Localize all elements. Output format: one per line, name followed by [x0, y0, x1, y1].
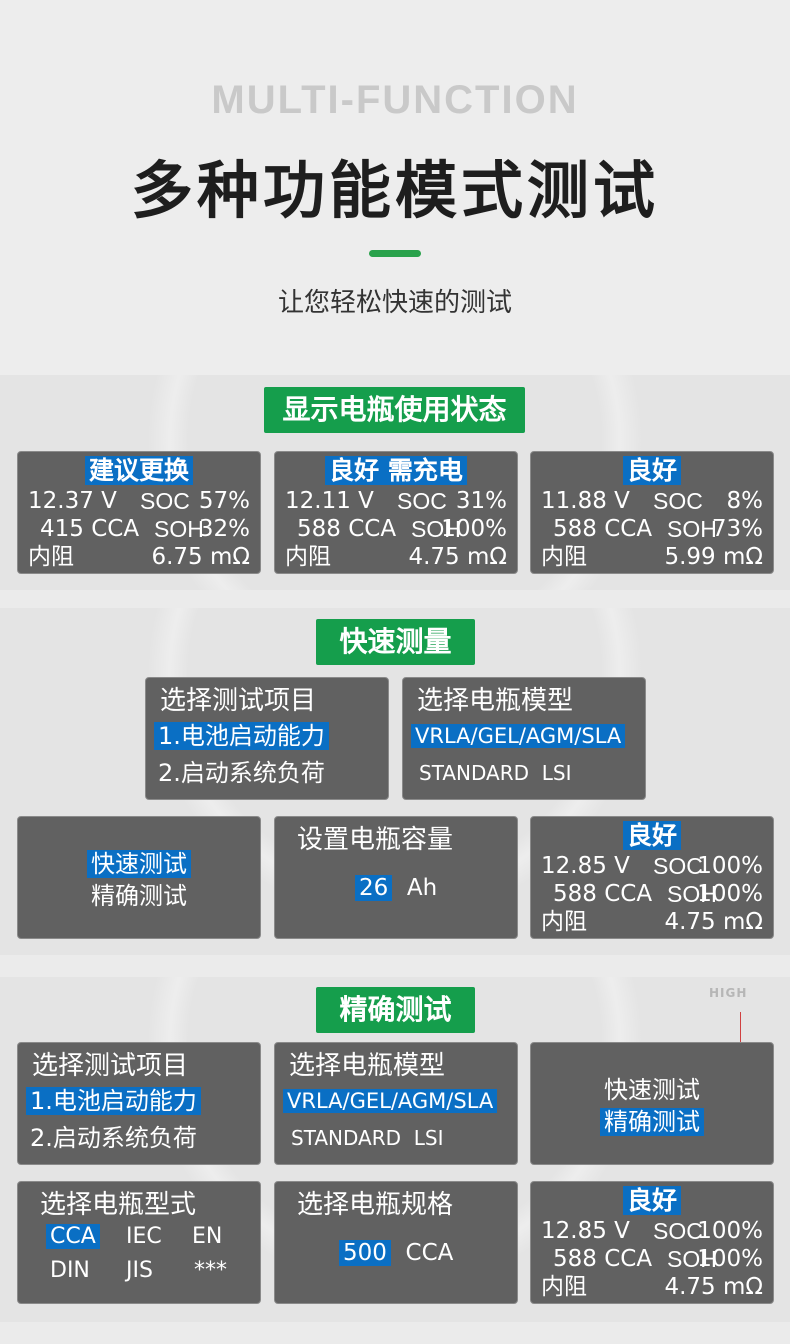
- capacity-panel: 设置电瓶容量 26 Ah: [274, 816, 518, 939]
- test-option-1[interactable]: 1.电池启动能力: [154, 721, 329, 751]
- english-title: MULTI-FUNCTION: [211, 78, 579, 122]
- quick-test-badge: 快速测量: [316, 619, 475, 665]
- status-label: 良好 需充电: [275, 455, 517, 487]
- chinese-title: 多种功能模式测试: [130, 154, 659, 227]
- quick-test-item-panel: 选择测试项目 1.电池启动能力 2.启动系统负荷: [145, 677, 389, 800]
- model-option-1[interactable]: VRLA/GEL/AGM/SLA: [283, 1086, 498, 1116]
- panel-title: 选择测试项目: [32, 1051, 189, 1081]
- standard-option-other[interactable]: ***: [194, 1258, 227, 1283]
- status-label: 建议更换: [18, 455, 260, 487]
- model-option-2[interactable]: STANDARD LSI: [419, 761, 572, 785]
- test-option-1[interactable]: 1.电池启动能力: [26, 1086, 201, 1116]
- quick-battery-model-panel: 选择电瓶模型 VRLA/GEL/AGM/SLA STANDARD LSI: [402, 677, 646, 800]
- standard-option-iec[interactable]: IEC: [126, 1224, 162, 1249]
- status-section-badge: 显示电瓶使用状态: [264, 387, 525, 433]
- status-label: 良好: [531, 1185, 773, 1217]
- panel-title: 选择测试项目: [160, 686, 317, 716]
- test-option-2[interactable]: 2.启动系统负荷: [30, 1124, 197, 1152]
- status-label: 良好: [531, 455, 773, 487]
- mode-option-quick[interactable]: 快速测试: [604, 1076, 700, 1104]
- panel-title: 选择电瓶模型: [289, 1051, 446, 1081]
- model-option-1[interactable]: VRLA/GEL/AGM/SLA: [411, 721, 626, 751]
- mode-option-precise[interactable]: 精确测试: [91, 882, 187, 910]
- title-divider: [369, 250, 421, 257]
- precise-mode-panel: 快速测试 精确测试: [530, 1042, 774, 1165]
- test-option-2[interactable]: 2.启动系统负荷: [158, 759, 325, 787]
- battery-spec-panel: 选择电瓶规格 500 CCA: [274, 1181, 518, 1304]
- panel-title: 选择电瓶规格: [297, 1190, 454, 1220]
- spec-value[interactable]: 500 CCA: [339, 1238, 453, 1268]
- capacity-value[interactable]: 26 Ah: [355, 873, 437, 903]
- panel-title: 选择电瓶型式: [40, 1190, 197, 1220]
- standard-option-din[interactable]: DIN: [50, 1258, 90, 1283]
- high-label: HIGH: [709, 986, 748, 1000]
- status-label: 良好: [531, 820, 773, 852]
- panel-title: 选择电瓶模型: [417, 686, 574, 716]
- precise-test-item-panel: 选择测试项目 1.电池启动能力 2.启动系统负荷: [17, 1042, 261, 1165]
- mode-option-precise[interactable]: 精确测试: [531, 1107, 773, 1137]
- panel-title: 设置电瓶容量: [297, 825, 454, 855]
- model-option-2[interactable]: STANDARD LSI: [291, 1126, 444, 1150]
- precise-battery-model-panel: 选择电瓶模型 VRLA/GEL/AGM/SLA STANDARD LSI: [274, 1042, 518, 1165]
- subtitle: 让您轻松快速的测试: [277, 288, 512, 318]
- standard-option-en[interactable]: EN: [192, 1224, 223, 1249]
- precise-test-badge: 精确测试: [316, 987, 475, 1033]
- high-marker-line: [740, 1012, 741, 1042]
- mode-option-quick[interactable]: 快速测试: [18, 849, 260, 879]
- battery-standard-panel: 选择电瓶型式 CCA IEC EN DIN JIS ***: [17, 1181, 261, 1304]
- standard-option-jis[interactable]: JIS: [126, 1258, 153, 1283]
- quick-mode-panel: 快速测试 精确测试: [17, 816, 261, 939]
- header-section: MULTI-FUNCTION 多种功能模式测试 让您轻松快速的测试: [0, 0, 790, 375]
- standard-option-cca[interactable]: CCA: [46, 1222, 100, 1252]
